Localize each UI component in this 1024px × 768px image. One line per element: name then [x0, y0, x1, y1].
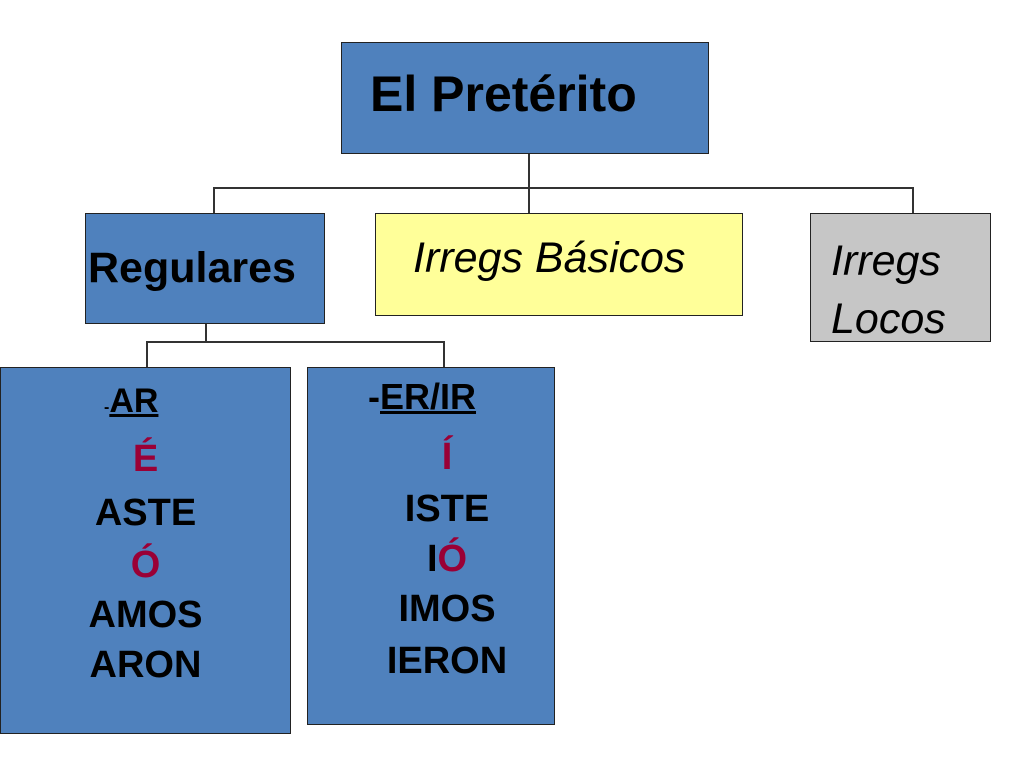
erir-ending: ER/IR — [380, 376, 477, 417]
ar-header: -AR — [104, 382, 158, 421]
erir-form-tu: ISTE — [404, 488, 490, 530]
connector-top-bar — [213, 187, 913, 189]
connector-regulares-stem — [205, 324, 207, 341]
ar-dash: - — [104, 399, 110, 416]
erir-header: -ER/IR — [368, 376, 476, 418]
ar-form-el: Ó — [130, 544, 161, 586]
irregs-locos-label: Irregs Locos — [831, 232, 946, 348]
connector-to-ar — [146, 341, 148, 367]
erir-form-el: IÓ — [340, 538, 554, 581]
connector-to-locos — [912, 187, 914, 213]
irregs-basicos-label: Irregs Básicos — [413, 234, 686, 282]
root-title: El Pretérito — [370, 66, 637, 122]
erir-form-ellos: IERON — [386, 640, 508, 682]
connector-lower-bar — [146, 341, 444, 343]
irregs-locos-node: Irregs Locos — [810, 213, 991, 343]
root-node: El Pretérito — [341, 42, 709, 154]
ar-form-nosotros: AMOS — [88, 594, 203, 636]
connector-to-erir — [443, 341, 445, 367]
irregs-locos-line2: Locos — [831, 295, 946, 343]
connector-to-basicos — [528, 187, 530, 213]
ar-form-ellos: ARON — [89, 644, 202, 686]
erir-dash: - — [368, 376, 380, 417]
erir-form-el-stem: I — [426, 538, 438, 580]
erir-form-yo: Í — [441, 436, 453, 478]
irregs-locos-line1: Irregs — [831, 237, 941, 285]
irregs-basicos-node: Irregs Básicos — [375, 213, 743, 316]
ar-ending: AR — [109, 382, 159, 420]
ar-endings-box: -AR É ASTE Ó AMOS ARON — [0, 367, 291, 734]
erir-form-nosotros: IMOS — [398, 588, 496, 630]
ar-form-yo: É — [132, 438, 159, 480]
regulares-node: Regulares — [85, 213, 325, 324]
connector-root-stem — [528, 154, 530, 187]
ar-form-tu: ASTE — [94, 492, 197, 534]
connector-to-regulares — [213, 187, 215, 213]
er-ir-endings-box: -ER/IR Í ISTE IÓ IMOS IERON — [307, 367, 555, 725]
erir-form-el-ending: Ó — [437, 538, 468, 580]
regulares-label: Regulares — [88, 244, 296, 292]
